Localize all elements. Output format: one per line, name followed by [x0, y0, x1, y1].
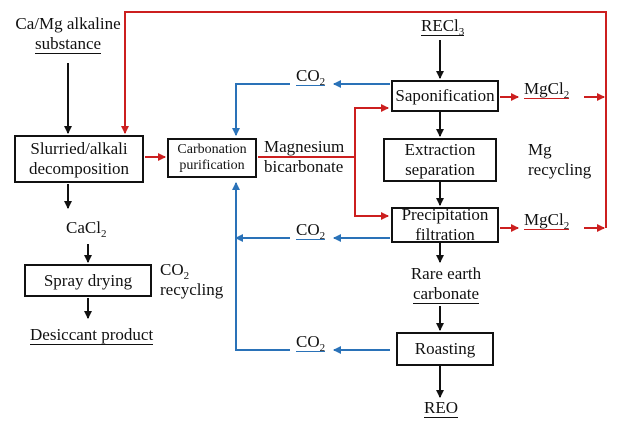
precipitation-filtration-box: Precipitation filtration — [391, 205, 499, 244]
roasting-box: Roasting — [396, 332, 494, 366]
roasting-label: Roasting — [414, 339, 476, 358]
mgcl2-label-bottom: MgCl2 — [524, 210, 570, 232]
red-bicarbonate-to-saponification — [354, 104, 389, 157]
slurried-line1: Slurried/alkali — [30, 139, 128, 158]
co2-label-top: CO2 — [296, 66, 326, 88]
carbonation-purification-box: Carbonation purification — [167, 138, 257, 178]
saponification-label: Saponification — [395, 86, 495, 105]
camg-line2: substance — [34, 34, 102, 54]
reo-label: REO — [424, 398, 458, 418]
slurried-decomposition-box: Slurried/alkali decomposition — [14, 135, 144, 183]
co2-label-middle: CO2 — [296, 220, 326, 242]
saponification-box: Saponification — [391, 80, 499, 112]
mg-recycling-label: Mg recycling — [528, 140, 592, 179]
desiccant-product-label: Desiccant product — [30, 325, 154, 345]
mgcl2-label-top: MgCl2 — [524, 79, 570, 101]
extraction-separation-box: Extraction separation — [383, 138, 497, 182]
recl3-label: RECl3 — [421, 16, 465, 38]
carbonation-line1: Carbonation — [177, 142, 247, 157]
blue-co2-to-carbonation-top — [232, 83, 290, 136]
co2-label-bottom: CO2 — [296, 332, 326, 354]
red-bicarbonate-to-precipitation — [354, 157, 389, 220]
red-recycle-top-loop — [121, 11, 607, 134]
carbonation-line2: purification — [179, 158, 245, 173]
rare-earth-carbonate-label: Rare earth carbonate — [410, 264, 482, 304]
slurried-line2: decomposition — [28, 159, 130, 178]
magnesium-bicarbonate-label: Magnesium bicarbonate — [264, 137, 345, 176]
blue-co2-to-carbonation-bottom — [232, 182, 290, 351]
camg-line1: Ca/Mg alkaline — [15, 14, 121, 33]
spray-drying-label: Spray drying — [43, 270, 133, 290]
cacl2-label: CaCl2 — [66, 218, 107, 240]
camg-alkaline-label: Ca/Mg alkaline substance — [12, 14, 124, 54]
co2-recycling-label: CO2 recycling — [160, 260, 224, 299]
spray-drying-box: Spray drying — [24, 264, 152, 297]
